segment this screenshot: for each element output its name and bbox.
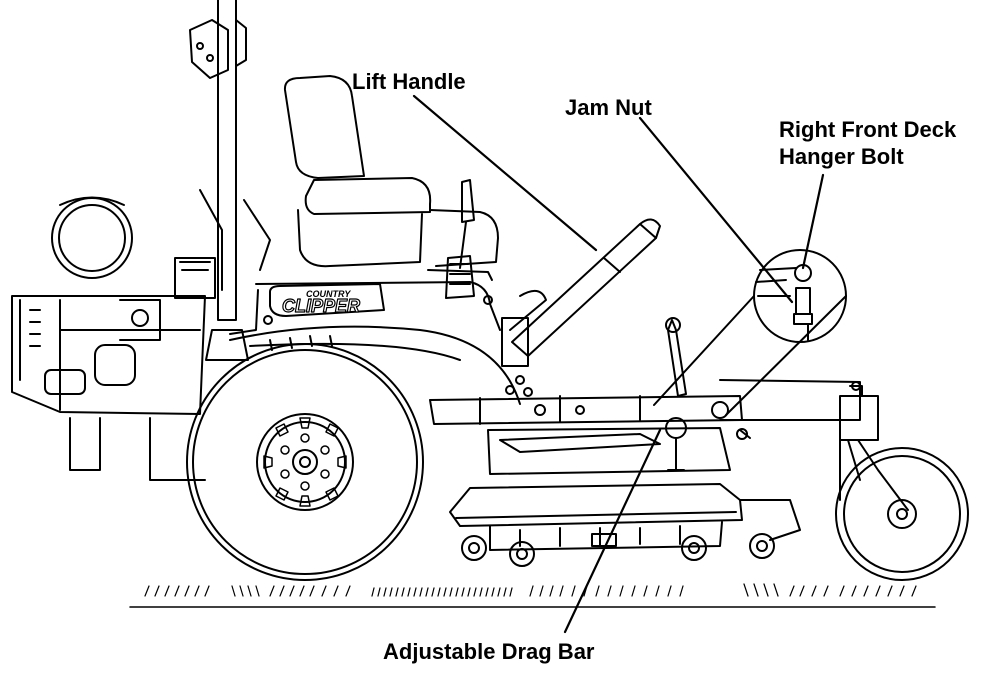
ground [129, 583, 936, 608]
leader-jam-nut [638, 116, 794, 304]
leader-hanger-bolt [801, 173, 825, 270]
chassis-fender [229, 281, 521, 405]
callout-jam-nut: Jam Nut [565, 95, 652, 120]
engine-assembly [11, 189, 271, 481]
mower-deck [429, 289, 861, 567]
leader-drag-bar [563, 428, 662, 634]
front-caster [835, 381, 969, 581]
callout-hanger-bolt: Right Front Deck Hanger Bolt [779, 116, 956, 170]
callout-drag-bar: Adjustable Drag Bar [383, 639, 595, 664]
callout-lift-handle: Lift Handle [352, 69, 466, 94]
callout-hanger-bolt-line2: Hanger Bolt [779, 144, 904, 169]
detail-magnifier [653, 249, 847, 416]
brand-logo: COUNTRY CLIPPER [281, 289, 360, 317]
brand-line2: CLIPPER [282, 296, 360, 316]
lift-handle-drawing [511, 218, 661, 357]
callout-hanger-bolt-line1: Right Front Deck [779, 117, 957, 142]
operator-seat [283, 75, 499, 281]
rear-tire [186, 343, 424, 581]
callout-leaders [412, 94, 825, 634]
rollover-bar [189, 0, 249, 361]
leader-lift-handle [412, 94, 598, 252]
brand-line1: COUNTRY [306, 289, 351, 299]
steering-levers [445, 179, 475, 299]
